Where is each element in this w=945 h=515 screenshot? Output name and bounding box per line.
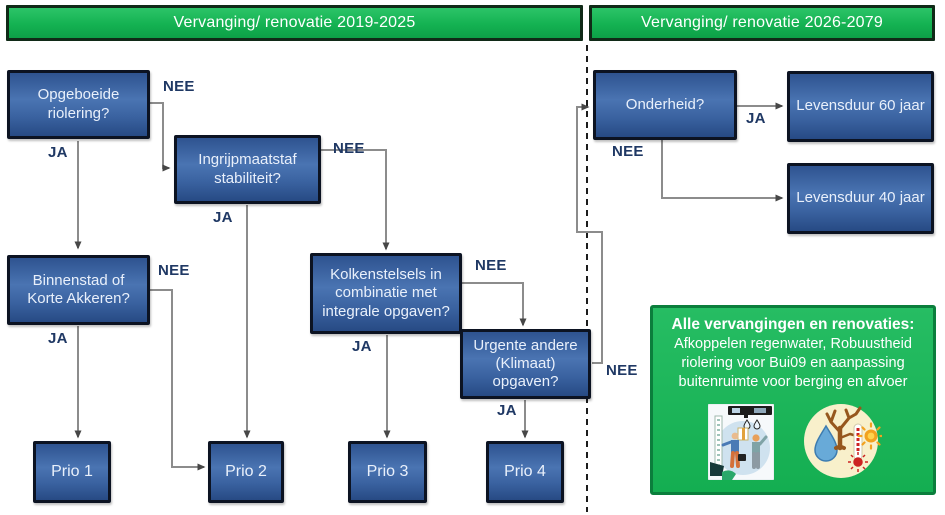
node-opgeboeide-riolering: Opgeboeide riolering? — [7, 70, 150, 139]
node-binnenstad-korte-akkeren: Binnenstad of Korte Akkeren? — [7, 255, 150, 325]
header-period-2026-2079: Vervanging/ renovatie 2026-2079 — [589, 5, 935, 41]
node-onderheid-label: Onderheid? — [625, 95, 705, 113]
header-right-label: Vervanging/ renovatie 2026-2079 — [641, 14, 883, 31]
climate-drop-tree-thermometer-sun-icon — [804, 404, 882, 478]
node-levensduur-40: Levensduur 40 jaar — [787, 163, 934, 234]
node-levensduur-60: Levensduur 60 jaar — [787, 71, 934, 142]
label-ingrijpmaatstaf-nee: NEE — [333, 140, 365, 157]
header-period-2019-2025: Vervanging/ renovatie 2019-2025 — [6, 5, 583, 41]
node-ingrijpmaatstaf-stabiliteit: Ingrijpmaatstaf stabiliteit? — [174, 135, 321, 204]
node-kolkenstelsels-label: Kolkenstelsels in combinatie met integra… — [322, 266, 450, 320]
label-onderheid-ja: JA — [746, 110, 766, 127]
label-binnenstad-nee: NEE — [158, 262, 190, 279]
edge-opgeboeide-nee — [150, 102, 171, 172]
node-prio-1: Prio 1 — [33, 441, 111, 503]
edge-ingrijpmaatstaf-nee — [321, 149, 390, 251]
node-binnenstad-label: Binnenstad of Korte Akkeren? — [27, 271, 130, 307]
node-prio1-label: Prio 1 — [51, 463, 93, 481]
label-kolkenstelsels-ja: JA — [352, 338, 372, 355]
node-opgeboeide-label: Opgeboeide riolering? — [37, 86, 120, 122]
label-urgente-nee: NEE — [606, 362, 638, 379]
node-levensduur60-label: Levensduur 60 jaar — [796, 97, 925, 115]
label-kolkenstelsels-nee: NEE — [475, 257, 507, 274]
node-levensduur40-label: Levensduur 40 jaar — [796, 189, 925, 207]
node-onderheid: Onderheid? — [593, 70, 737, 140]
label-opgeboeide-ja: JA — [48, 144, 68, 161]
label-urgente-ja: JA — [497, 402, 517, 419]
edge-kolkenstelsels-nee — [462, 282, 527, 327]
info-box-body: Afkoppelen regenwater, Robuustheid riole… — [674, 336, 912, 390]
info-box-title: Alle vervangingen en renovaties: — [671, 316, 915, 333]
node-prio-2: Prio 2 — [208, 441, 284, 503]
edge-onderheid-nee — [661, 140, 784, 202]
edge-binnenstad-nee — [150, 289, 206, 471]
label-onderheid-nee: NEE — [612, 143, 644, 160]
label-opgeboeide-nee: NEE — [163, 78, 195, 95]
label-binnenstad-ja: JA — [48, 330, 68, 347]
node-prio-3: Prio 3 — [348, 441, 427, 503]
node-ingrijpmaatstaf-label: Ingrijpmaatstaf stabiliteit? — [198, 151, 297, 187]
node-prio-4: Prio 4 — [486, 441, 564, 503]
node-urgente-klimaat-opgaven: Urgente andere (Klimaat) opgaven? — [460, 329, 591, 399]
node-kolkenstelsels: Kolkenstelsels in combinatie met integra… — [310, 253, 462, 334]
node-urgente-label: Urgente andere (Klimaat) opgaven? — [473, 336, 578, 391]
info-box-all-replacements: Alle vervangingen en renovaties: Afkoppe… — [650, 305, 936, 495]
node-prio3-label: Prio 3 — [366, 463, 409, 481]
edge-urgente-nee — [576, 103, 603, 364]
header-left-label: Vervanging/ renovatie 2019-2025 — [173, 14, 416, 31]
pipe-leak-people-illustration-icon — [708, 404, 774, 480]
label-ingrijpmaatstaf-ja: JA — [213, 209, 233, 226]
node-prio4-label: Prio 4 — [504, 463, 546, 481]
node-prio2-label: Prio 2 — [225, 463, 267, 481]
